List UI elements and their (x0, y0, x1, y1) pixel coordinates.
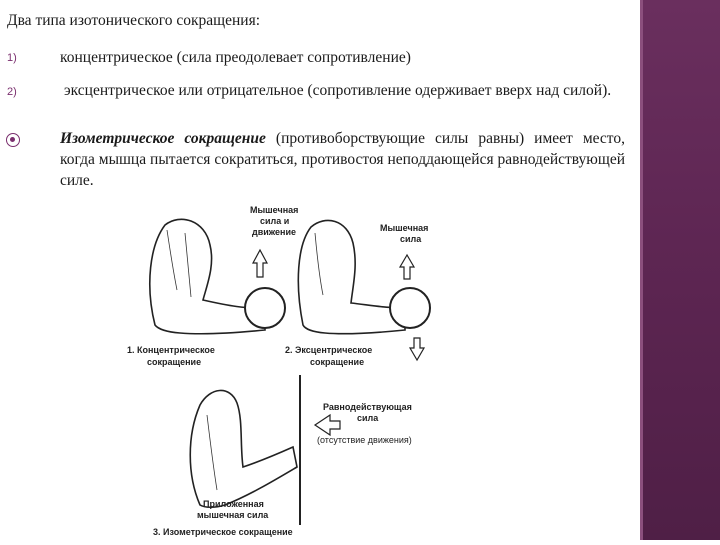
paragraph-isometric: Изометрическое сокращение (противоборств… (60, 128, 625, 191)
panel-isometric: Равнодействующая сила (отсутствие движен… (153, 375, 412, 537)
panel-eccentric: Мышечная сила 2. Эксцентрическое сокраще… (285, 219, 431, 367)
label-applied: Приложенная (203, 499, 264, 509)
arrow-down-icon (408, 337, 426, 362)
weight-disc (244, 287, 286, 329)
arm-outline (149, 218, 266, 335)
isometric-term: Изометрическое сокращение (60, 130, 266, 147)
caption-concentric: 1. Концентрическое (127, 345, 215, 355)
sidebar-edge (640, 0, 643, 540)
list-item-eccentric: эксцентрическое или отрицательное (сопро… (64, 82, 612, 99)
label-applied: мышечная сила (197, 510, 269, 520)
label-no-motion: (отсутствие движения) (317, 435, 412, 445)
slide: Два типа изотонического сокращения: 1) к… (6, 12, 625, 540)
list-marker: 1) (7, 52, 17, 64)
arrow-up-icon (398, 253, 416, 280)
arm-outline (189, 389, 298, 509)
contraction-diagram: Мышечная сила и движение 1. Концентричес… (125, 205, 465, 540)
list-item-concentric: концентрическое (сила преодолевает сопро… (60, 49, 411, 66)
label-force: сила и (260, 216, 289, 226)
label-resultant: сила (357, 413, 379, 423)
isometric-text: (противоборствующие силы равны) имеет ме… (60, 130, 625, 189)
label-resultant: Равнодействующая (323, 402, 412, 412)
contraction-illustration: Мышечная сила и движение 1. Концентричес… (127, 205, 431, 537)
arm-outline (297, 219, 406, 335)
label-force: Мышечная (380, 223, 428, 233)
label-force: сила (400, 234, 422, 244)
arrow-up-icon (251, 248, 269, 278)
caption-isometric: 3. Изометрическое сокращение (153, 527, 293, 537)
caption-eccentric: сокращение (310, 357, 364, 367)
weight-disc (389, 287, 431, 329)
bullet-icon (6, 133, 20, 147)
caption-concentric: сокращение (147, 357, 201, 367)
panel-concentric: Мышечная сила и движение 1. Концентричес… (127, 205, 298, 367)
label-force: движение (252, 227, 296, 237)
label-force: Мышечная (250, 205, 298, 215)
caption-eccentric: 2. Эксцентрическое (285, 345, 372, 355)
slide-title: Два типа изотонического сокращения: (7, 12, 261, 29)
arrow-left-icon (313, 413, 341, 437)
decorative-sidebar (643, 0, 720, 540)
list-marker: 2) (7, 86, 17, 98)
